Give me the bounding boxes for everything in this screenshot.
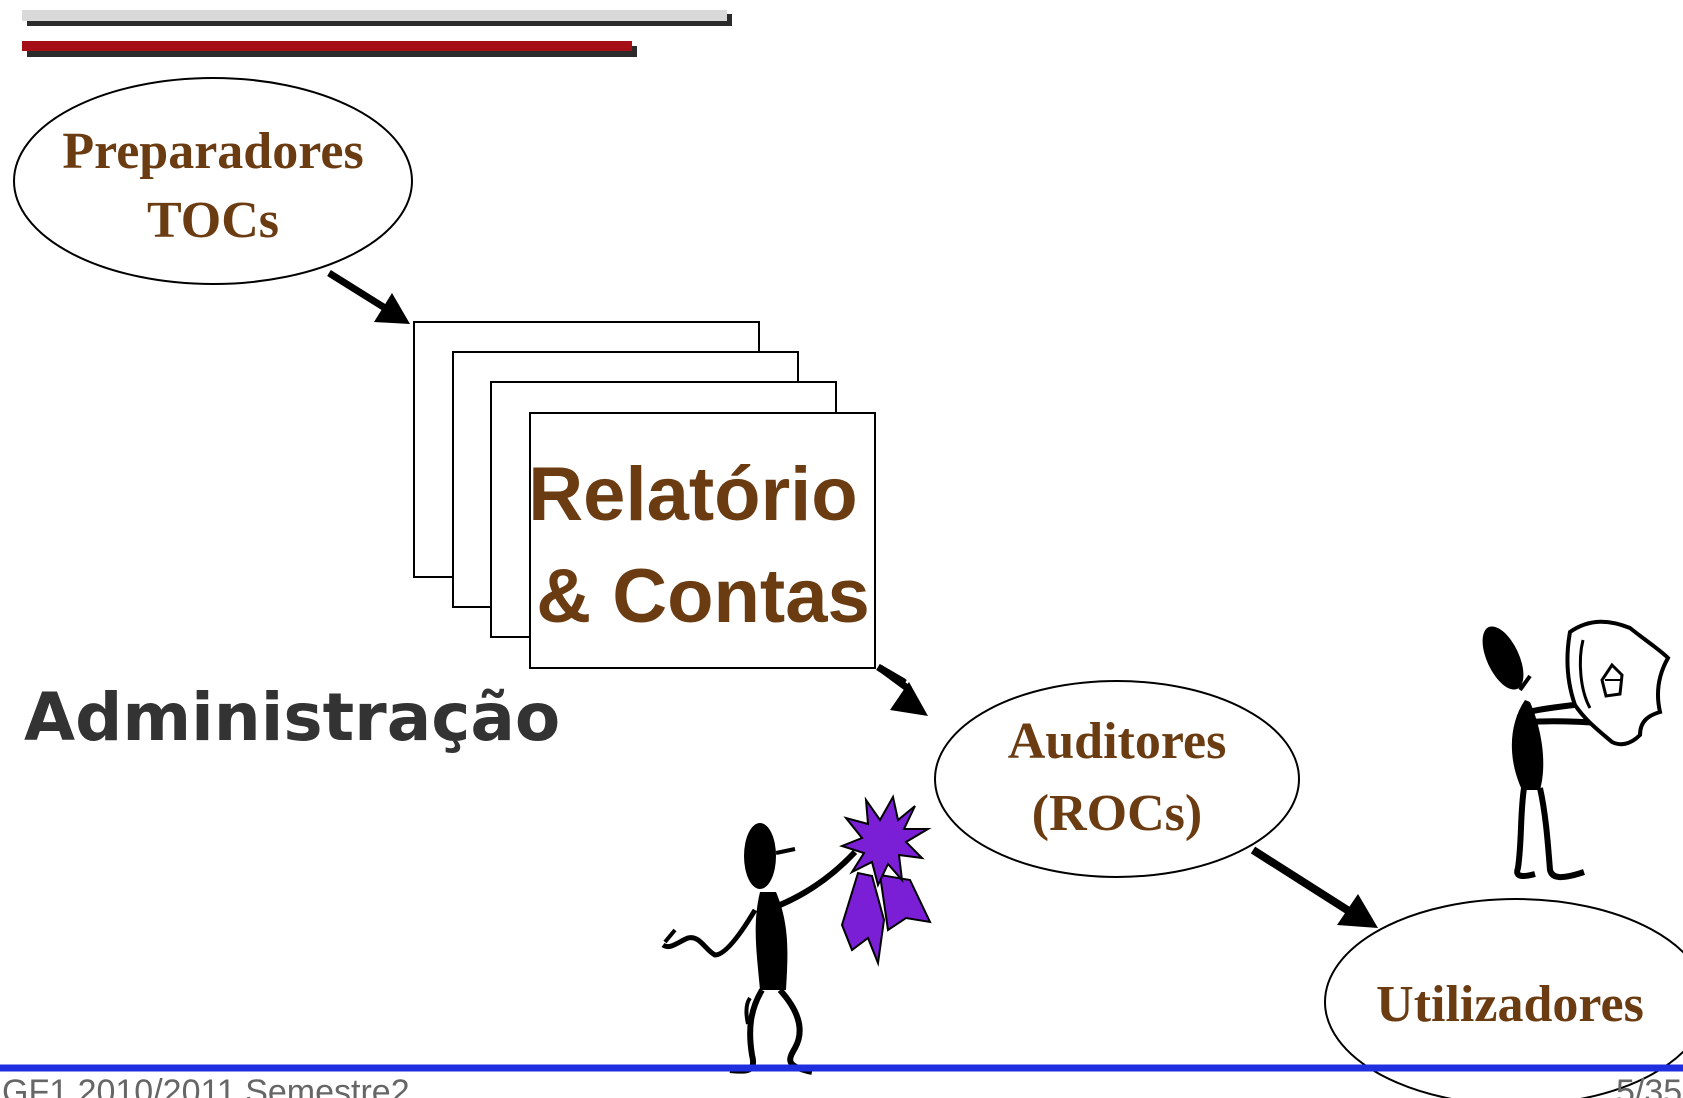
auditores-node: Auditores (ROCs)	[934, 680, 1300, 878]
footer-course-label: GF1 2010/2011 Semestre2	[2, 1073, 410, 1098]
header-grey-bar	[22, 10, 727, 21]
report-stack: Relatório & Contas	[413, 321, 876, 669]
relatorio-label-line1: Relatório	[528, 452, 857, 537]
utilizadores-node: Utilizadores	[1324, 898, 1683, 1098]
auditores-label-line2: (ROCs)	[1032, 785, 1202, 842]
preparadores-node: Preparadores TOCs	[13, 77, 413, 285]
preparadores-ellipse	[13, 77, 413, 285]
administracao-label: Administração	[24, 679, 560, 756]
person-holding-map-icon	[1482, 619, 1671, 880]
auditores-ellipse	[934, 680, 1300, 878]
utilizadores-ellipse	[1324, 898, 1683, 1098]
header-red-bar	[22, 41, 632, 51]
preparadores-label-line1: Preparadores	[62, 123, 363, 180]
relatorio-label-line2: & Contas	[536, 554, 870, 639]
footer-page-number: 5/35	[1616, 1073, 1682, 1098]
arrow-relatorio-to-auditores	[876, 663, 928, 716]
preparadores-label-line2: TOCs	[147, 192, 279, 249]
person-holding-award-ribbon-icon	[661, 794, 932, 1075]
utilizadores-label: Utilizadores	[1376, 976, 1644, 1033]
arrow-preparadores-to-relatorio	[327, 270, 410, 324]
header-red-bar-shadow	[27, 46, 637, 57]
auditores-label-line1: Auditores	[1008, 713, 1227, 770]
header-bars	[22, 10, 732, 57]
report-page-front	[529, 412, 876, 669]
arrow-auditores-to-utilizadores	[1250, 846, 1378, 928]
footer: GF1 2010/2011 Semestre2 5/35	[0, 1064, 1683, 1098]
